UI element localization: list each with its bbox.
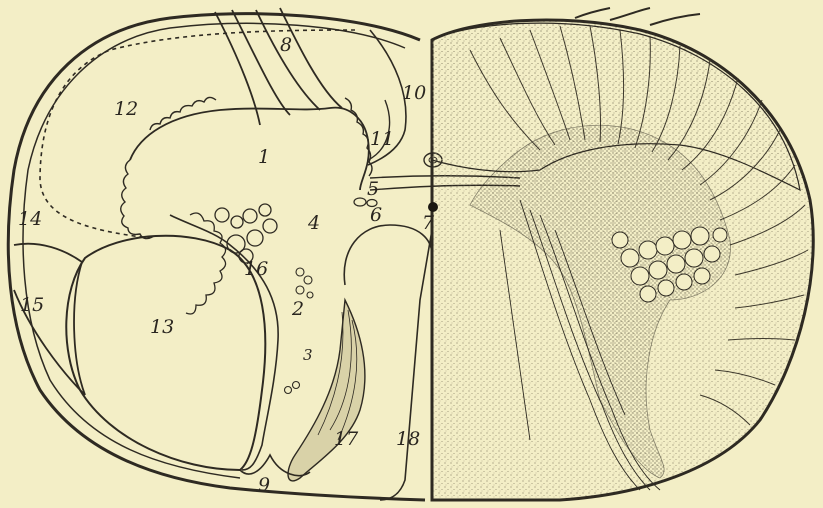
label-1: 1 xyxy=(258,148,270,167)
label-11: 11 xyxy=(370,130,394,149)
label-9: 9 xyxy=(258,476,270,495)
outer-outline xyxy=(8,14,425,500)
region-16-scallops xyxy=(186,213,226,314)
label-16: 16 xyxy=(244,260,268,279)
label-15: 15 xyxy=(20,296,44,315)
ventral-horn-outline xyxy=(170,215,278,470)
label-12: 12 xyxy=(114,100,138,119)
label-5: 5 xyxy=(367,180,379,199)
region-13-outline xyxy=(66,236,265,470)
label-7: 7 xyxy=(422,214,434,233)
label-14: 14 xyxy=(18,210,42,229)
region-6-oval xyxy=(354,198,366,206)
label-18: 18 xyxy=(396,430,420,449)
posterior-root-lines xyxy=(215,8,342,125)
label-8: 8 xyxy=(280,36,292,55)
label-10: 10 xyxy=(402,84,426,103)
label-6: 6 xyxy=(370,206,382,225)
label-3: 3 xyxy=(303,348,313,363)
scalloped-edge-top xyxy=(150,97,216,130)
region-18-outline xyxy=(380,230,432,500)
histological-half xyxy=(428,8,813,500)
label-17: 17 xyxy=(334,430,358,449)
dorsal-horn-outline xyxy=(130,108,369,190)
label-4: 4 xyxy=(308,214,320,233)
label-13: 13 xyxy=(150,318,174,337)
scalloped-edge-left xyxy=(121,160,154,239)
cell-group-4 xyxy=(215,208,229,222)
label-2: 2 xyxy=(292,300,304,319)
region-15-outline xyxy=(14,244,85,395)
central-canal xyxy=(428,202,438,212)
